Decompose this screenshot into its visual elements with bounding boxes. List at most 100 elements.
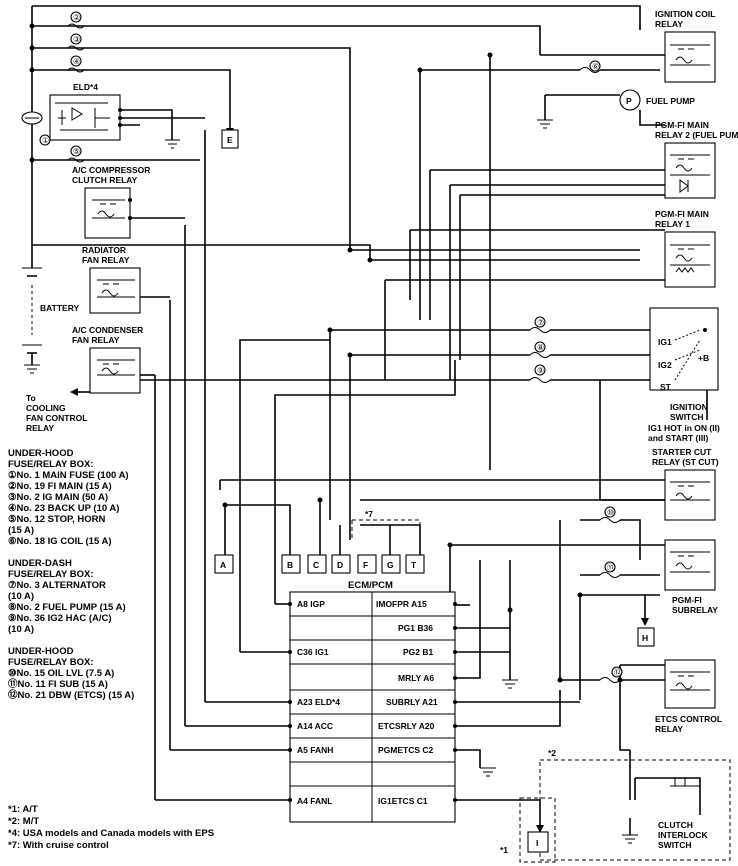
svg-text:PGM-FI MAIN: PGM-FI MAIN xyxy=(655,209,709,219)
svg-text:I: I xyxy=(536,838,538,848)
svg-text:SWITCH: SWITCH xyxy=(658,840,692,850)
svg-text:D: D xyxy=(337,560,343,570)
svg-text:IGNITION COIL: IGNITION COIL xyxy=(655,9,715,19)
fuel-pump: P FUEL PUMP xyxy=(537,89,695,129)
svg-text:②No. 19 FI MAIN (15 A): ②No. 19 FI MAIN (15 A) xyxy=(8,481,112,492)
svg-text:A23 ELD*4: A23 ELD*4 xyxy=(297,697,340,707)
svg-text:①: ① xyxy=(42,136,49,145)
svg-text:*7: With cruise control: *7: With cruise control xyxy=(8,840,109,851)
svg-text:UNDER-DASH: UNDER-DASH xyxy=(8,558,72,569)
svg-text:SUBRLY A21: SUBRLY A21 xyxy=(386,697,438,707)
svg-text:*4: USA models and Canada mode: *4: USA models and Canada models with EP… xyxy=(8,828,214,839)
svg-text:A4 FANL: A4 FANL xyxy=(297,796,332,806)
svg-text:IMOFPR A15: IMOFPR A15 xyxy=(376,599,427,609)
svg-text:①No. 1 MAIN FUSE (100 A): ①No. 1 MAIN FUSE (100 A) xyxy=(8,470,129,481)
svg-text:③: ③ xyxy=(73,35,80,44)
svg-text:RADIATOR: RADIATOR xyxy=(82,245,126,255)
ignition-coil-relay: IGNITION COIL RELAY xyxy=(655,9,716,83)
clutch-interlock-switch: CLUTCH INTERLOCK SWITCH *2 *1 xyxy=(480,679,731,863)
svg-text:*1: A/T: *1: A/T xyxy=(8,804,38,815)
svg-text:⑥No. 18 IG COIL (15 A): ⑥No. 18 IG COIL (15 A) xyxy=(8,536,112,547)
svg-text:FUSE/RELAY BOX:: FUSE/RELAY BOX: xyxy=(8,459,94,470)
svg-text:⑧: ⑧ xyxy=(537,343,544,352)
svg-text:A: A xyxy=(220,560,226,570)
svg-text:ECM/PCM: ECM/PCM xyxy=(348,580,393,591)
svg-text:PGMETCS C2: PGMETCS C2 xyxy=(378,745,434,755)
connector-g xyxy=(381,554,401,574)
svg-text:IG2: IG2 xyxy=(658,360,672,370)
svg-text:⑪No. 11 FI SUB (15 A): ⑪No. 11 FI SUB (15 A) xyxy=(8,678,108,690)
svg-text:STARTER CUT: STARTER CUT xyxy=(652,447,712,457)
wiring xyxy=(31,5,708,840)
svg-text:⑧No. 2 FUEL PUMP (15 A): ⑧No. 2 FUEL PUMP (15 A) xyxy=(8,602,126,613)
svg-text:FUSE/RELAY BOX:: FUSE/RELAY BOX: xyxy=(8,569,94,580)
svg-text:RELAY 1: RELAY 1 xyxy=(655,219,690,229)
connector-f xyxy=(357,554,377,574)
eld: ELD*4 xyxy=(49,82,180,149)
svg-text:PG2 B1: PG2 B1 xyxy=(403,647,434,657)
connectors: E A B C D F G T H I *7 xyxy=(214,129,655,853)
svg-text:*2: *2 xyxy=(548,748,556,758)
svg-text:A/C CONDENSER: A/C CONDENSER xyxy=(72,325,143,335)
svg-text:UNDER-HOOD: UNDER-HOOD xyxy=(8,448,74,459)
junction-dots xyxy=(29,23,623,683)
svg-text:C36 IG1: C36 IG1 xyxy=(297,647,329,657)
svg-text:BATTERY: BATTERY xyxy=(40,303,80,313)
svg-text:ETCSRLY A20: ETCSRLY A20 xyxy=(378,721,435,731)
ac-compressor-relay: A/C COMPRESSOR CLUTCH RELAY xyxy=(72,165,150,239)
svg-text:FUEL PUMP: FUEL PUMP xyxy=(646,96,695,106)
etcs-control-relay: ETCS CONTROL RELAY xyxy=(655,659,722,734)
ignition-switch: IG1 IG2 ST +B IGNITION SWITCH IG1 HOT in… xyxy=(648,307,720,443)
svg-text:+B: +B xyxy=(698,353,709,363)
pgm-fi-subrelay: PGM-FI SUBRELAY xyxy=(664,539,718,615)
svg-text:FUSE/RELAY BOX:: FUSE/RELAY BOX: xyxy=(8,657,94,668)
svg-text:IG1 HOT in ON (II): IG1 HOT in ON (II) xyxy=(648,423,720,433)
svg-text:IGNITION: IGNITION xyxy=(670,402,708,412)
svg-text:CLUTCH RELAY: CLUTCH RELAY xyxy=(72,175,138,185)
footnotes: *1: A/T *2: M/T *4: USA models and Canad… xyxy=(8,804,214,851)
svg-text:PG1 B36: PG1 B36 xyxy=(398,623,433,633)
radiator-fan-relay: RADIATOR FAN RELAY xyxy=(82,245,141,314)
svg-text:FAN RELAY: FAN RELAY xyxy=(72,335,120,345)
svg-text:(10 A): (10 A) xyxy=(8,624,34,635)
svg-text:*2: M/T: *2: M/T xyxy=(8,816,39,827)
svg-text:CLUTCH: CLUTCH xyxy=(658,820,693,830)
svg-text:IG1: IG1 xyxy=(658,337,672,347)
svg-text:A14 ACC: A14 ACC xyxy=(297,721,333,731)
svg-text:RELAY 2 (FUEL PUMP): RELAY 2 (FUEL PUMP) xyxy=(655,130,738,140)
svg-text:INTERLOCK: INTERLOCK xyxy=(658,830,708,840)
svg-text:H: H xyxy=(642,633,648,643)
svg-text:⑪: ⑪ xyxy=(607,563,615,572)
svg-text:RELAY: RELAY xyxy=(655,19,683,29)
svg-text:⑤No. 12 STOP, HORN: ⑤No. 12 STOP, HORN xyxy=(8,514,106,525)
svg-text:T: T xyxy=(411,560,417,570)
svg-text:A8 IGP: A8 IGP xyxy=(297,599,325,609)
svg-text:C: C xyxy=(313,560,319,570)
pgm-fi-main-relay-1: PGM-FI MAIN RELAY 1 xyxy=(655,209,716,288)
svg-text:ST: ST xyxy=(660,382,672,392)
svg-text:④: ④ xyxy=(73,57,80,66)
svg-text:P: P xyxy=(626,96,632,106)
svg-text:⑨No. 36 IG2 HAC (A/C): ⑨No. 36 IG2 HAC (A/C) xyxy=(8,613,112,624)
svg-text:SUBRELAY: SUBRELAY xyxy=(672,605,718,615)
svg-text:ETCS CONTROL: ETCS CONTROL xyxy=(655,714,722,724)
svg-text:UNDER-HOOD: UNDER-HOOD xyxy=(8,646,74,657)
svg-text:FAN CONTROL: FAN CONTROL xyxy=(26,413,87,423)
svg-text:RELAY: RELAY xyxy=(655,724,683,734)
connector-t xyxy=(405,554,425,574)
svg-text:PGM-FI MAIN: PGM-FI MAIN xyxy=(655,120,709,130)
pgm-fi-main-relay-2: PGM-FI MAIN RELAY 2 (FUEL PUMP) xyxy=(655,120,738,199)
connector-e xyxy=(221,129,239,149)
svg-text:RELAY (ST CUT): RELAY (ST CUT) xyxy=(652,457,719,467)
svg-text:G: G xyxy=(387,560,394,570)
connector-i xyxy=(527,831,549,853)
svg-text:⑦No. 3 ALTERNATOR: ⑦No. 3 ALTERNATOR xyxy=(8,580,106,591)
svg-text:To: To xyxy=(26,393,36,403)
svg-text:②: ② xyxy=(73,13,80,22)
svg-text:*1: *1 xyxy=(500,845,508,855)
svg-text:(15 A): (15 A) xyxy=(8,525,34,536)
cooling-fan-note: To COOLING FAN CONTROL RELAY xyxy=(26,393,87,433)
ac-condenser-relay: A/C CONDENSER FAN RELAY xyxy=(72,325,143,394)
svg-text:⑥: ⑥ xyxy=(592,62,599,71)
fuse-legend: UNDER-HOOD FUSE/RELAY BOX: ①No. 1 MAIN F… xyxy=(8,448,134,701)
